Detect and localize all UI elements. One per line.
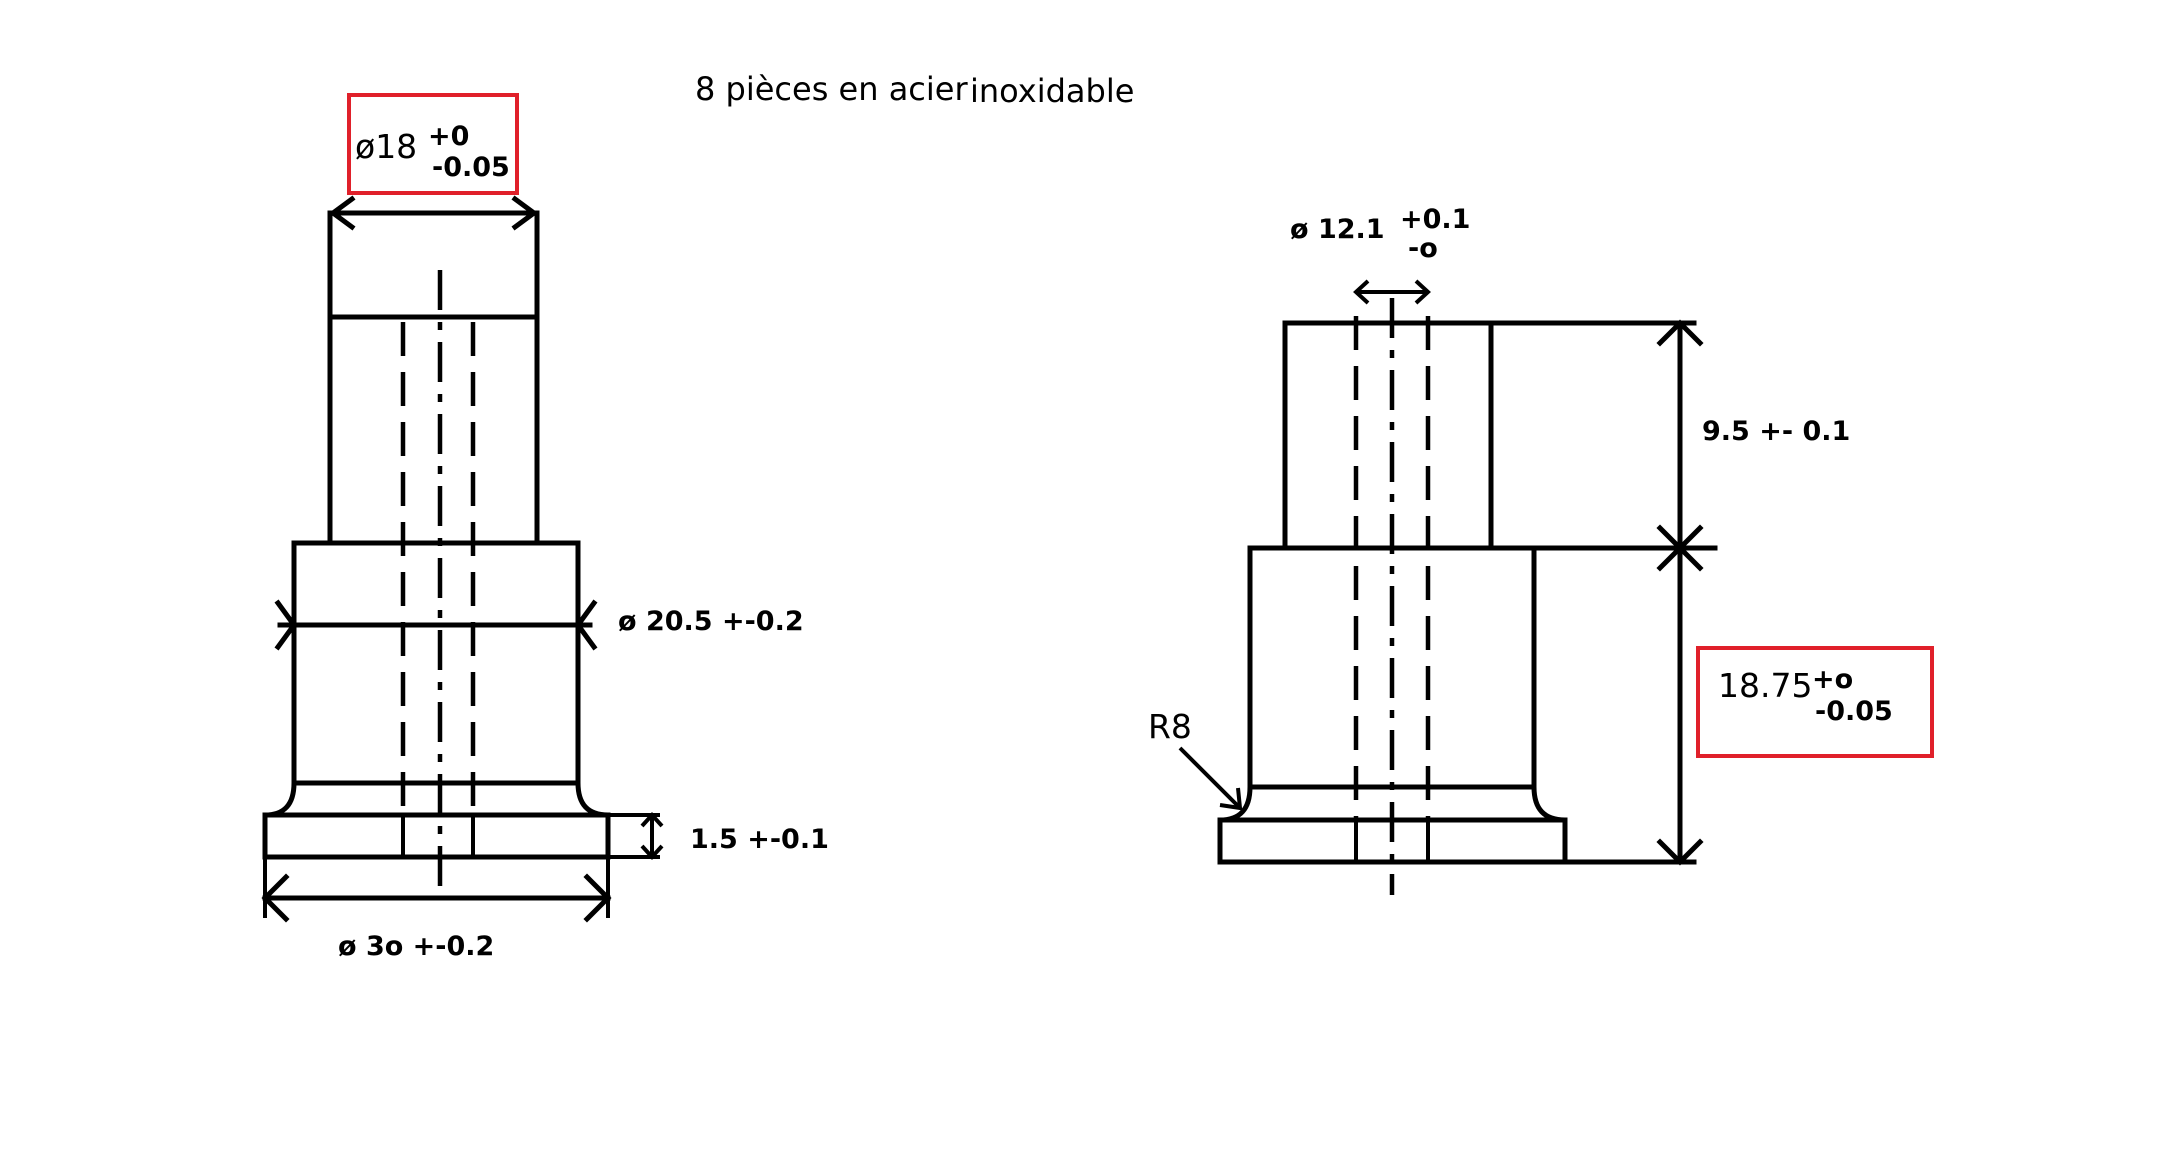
right-bore-lower-tol: -o bbox=[1408, 233, 1438, 264]
right-fillet-left bbox=[1217, 784, 1253, 823]
right-total-height-value: 18.75 bbox=[1718, 666, 1812, 705]
left-part: ø18 +0 -0.05 ø 20.5 +-0.2 1.5 +-0.1 ø 3o… bbox=[261, 93, 829, 962]
left-flange-arrow-top bbox=[640, 812, 664, 828]
right-fillet-right bbox=[1531, 784, 1568, 823]
title-part-a: 8 pièces en acier bbox=[695, 70, 968, 108]
right-radius-label: R8 bbox=[1148, 707, 1192, 746]
left-top-upper-tol: +0 bbox=[428, 121, 469, 152]
right-bore-dim-arrow-right bbox=[1414, 279, 1431, 305]
right-height-arrow-mid-down bbox=[1656, 544, 1704, 572]
right-total-height-lower-tol: -0.05 bbox=[1815, 696, 1893, 727]
left-middle-dim-arrow-left bbox=[274, 599, 298, 651]
left-flange-arrow-bottom bbox=[640, 844, 664, 860]
left-flange-dim-arrow-left bbox=[261, 873, 290, 923]
right-top-height-label: 9.5 +- 0.1 bbox=[1702, 416, 1850, 447]
right-radius-arrowhead bbox=[1219, 787, 1243, 811]
left-flange bbox=[262, 812, 611, 860]
right-bore-dim-arrow-left bbox=[1353, 279, 1370, 305]
right-height-arrow-bottom bbox=[1656, 838, 1704, 866]
left-flange-dim-arrow-right bbox=[583, 873, 612, 923]
left-middle-cylinder bbox=[291, 540, 581, 786]
left-top-highlight-box bbox=[347, 93, 519, 195]
right-height-arrow-top bbox=[1656, 319, 1704, 347]
left-fillet-right bbox=[575, 780, 611, 818]
left-middle-dim-arrow-right bbox=[574, 599, 598, 651]
left-middle-diameter-label: ø 20.5 +-0.2 bbox=[618, 606, 804, 637]
left-top-cylinder bbox=[327, 210, 540, 546]
left-top-diameter-label: ø18 bbox=[355, 127, 417, 166]
right-radius-leader bbox=[1178, 746, 1242, 810]
right-top-cylinder bbox=[1282, 320, 1494, 551]
right-bore-diameter-label: ø 12.1 bbox=[1290, 214, 1385, 245]
left-top-lower-tol: -0.05 bbox=[432, 152, 510, 183]
left-flange-thickness-label: 1.5 +-0.1 bbox=[690, 824, 829, 855]
left-top-dim-arrow-right bbox=[511, 195, 539, 231]
right-part: ø 12.1 +0.1 -o 9.5 +- 0.1 18.75 +o -0.05… bbox=[1148, 204, 1934, 895]
left-fillet-left bbox=[262, 780, 297, 818]
right-bore-upper-tol: +0.1 bbox=[1400, 204, 1470, 235]
title-part-b: inoxidable bbox=[970, 72, 1134, 110]
left-flange-diameter-label: ø 3o +-0.2 bbox=[338, 931, 494, 962]
right-total-height-upper-tol: +o bbox=[1812, 664, 1853, 695]
left-top-dim-arrow-left bbox=[328, 195, 356, 231]
right-total-height-highlight-box bbox=[1696, 646, 1934, 758]
